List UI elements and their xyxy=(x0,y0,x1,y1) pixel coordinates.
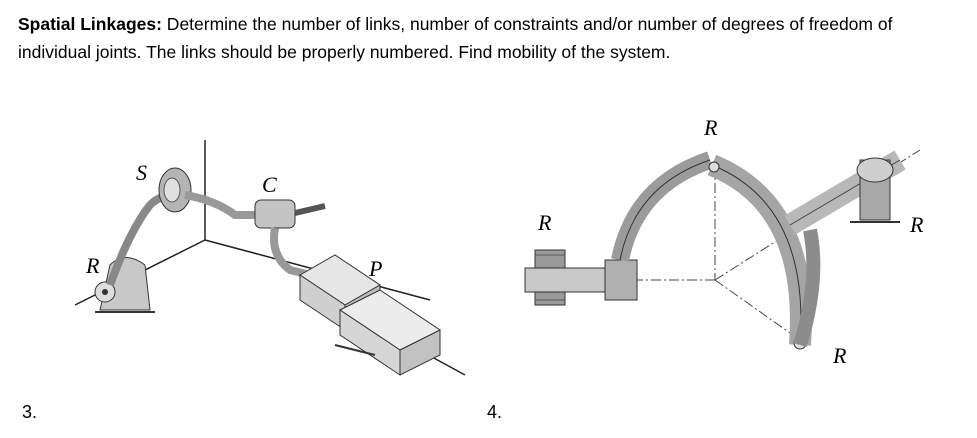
problem-statement: Spatial Linkages: Determine the number o… xyxy=(18,10,968,66)
fig3-label-R: R xyxy=(86,253,100,278)
problem-text: Determine the number of links, number of… xyxy=(18,14,893,62)
fig4-label-R-bottom: R xyxy=(833,343,847,368)
problem-title: Spatial Linkages: xyxy=(18,14,162,34)
fig3-label-C: C xyxy=(262,172,277,197)
fig4-label-R-left: R xyxy=(538,210,552,235)
fig3-label-P: P xyxy=(369,256,383,281)
fig3-number: 3. xyxy=(22,402,38,422)
fig4-label-R-top: R xyxy=(704,115,718,140)
fig3-label-S: S xyxy=(136,160,147,185)
fig4-number: 4. xyxy=(487,402,503,422)
fig4-label-R-right: R xyxy=(910,212,924,237)
